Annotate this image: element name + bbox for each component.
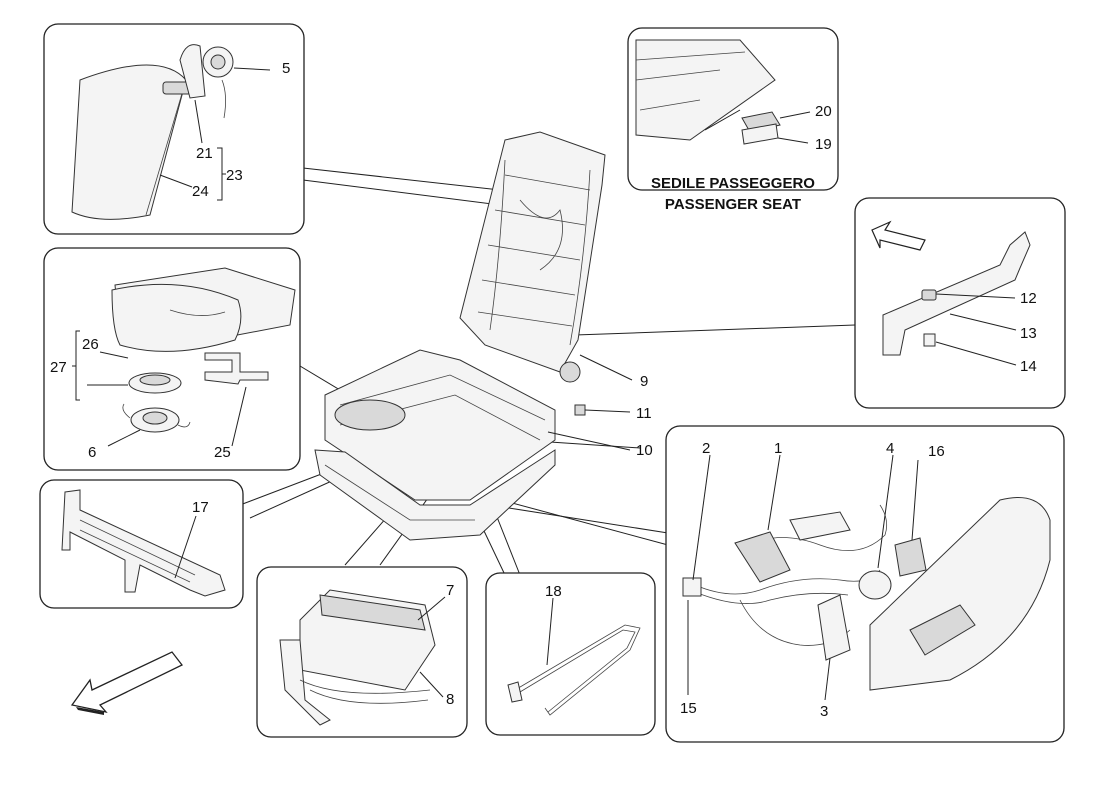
callout-27: 27	[50, 359, 67, 376]
connector-3	[817, 594, 851, 661]
panel-passenger-seat: SEDILE PASSEGGERO PASSENGER SEAT	[627, 27, 839, 213]
callout-7: 7	[446, 582, 454, 599]
callout-5: 5	[282, 60, 290, 77]
panel-bracket	[854, 197, 1066, 409]
connector-block-1	[734, 531, 791, 583]
callout-13: 13	[1020, 325, 1037, 342]
spacer	[923, 333, 936, 347]
callout-19: 19	[815, 136, 832, 153]
seat-base-rails	[314, 449, 556, 541]
module-bracket	[279, 639, 331, 726]
callout-11: 11	[636, 405, 652, 422]
callout-12: 12	[1020, 290, 1037, 307]
panel-cushion	[43, 247, 301, 471]
cushion-heater	[334, 399, 406, 431]
callout-17: 17	[192, 499, 209, 516]
switch-module	[894, 537, 927, 577]
up-right-arrow-icon	[871, 220, 926, 251]
seat-assembly	[314, 131, 633, 541]
cushion-cover	[111, 283, 242, 352]
callout-20: 20	[815, 103, 832, 120]
callout-25: 25	[214, 444, 231, 461]
headrest-guide	[179, 44, 206, 99]
caption-line-1: SEDILE PASSEGGERO	[651, 175, 815, 192]
screw	[574, 404, 586, 416]
switch-knob	[858, 570, 892, 600]
fastener-nut	[921, 289, 937, 301]
callout-4: 4	[886, 440, 894, 457]
callout-3: 3	[820, 703, 828, 720]
callout-2: 2	[702, 440, 710, 457]
callout-9: 9	[640, 373, 648, 390]
callout-14: 14	[1020, 358, 1037, 375]
down-left-arrow-icon	[70, 651, 184, 715]
cable-rod	[514, 624, 641, 716]
panel-control-unit	[256, 566, 468, 738]
caption-line-2: PASSENGER SEAT	[665, 196, 801, 213]
callout-10: 10	[636, 442, 653, 459]
plug-left	[682, 577, 702, 597]
panel-wiring	[665, 425, 1065, 743]
panel-cable	[485, 572, 656, 736]
callout-26: 26	[82, 336, 99, 353]
seat-side-bracket	[882, 231, 1031, 356]
callout-15: 15	[680, 700, 697, 717]
callout-8: 8	[446, 691, 454, 708]
callout-1: 1	[774, 440, 782, 457]
callout-18: 18	[545, 583, 562, 600]
panel-headrest	[43, 23, 305, 235]
callout-21: 21	[196, 145, 213, 162]
seat-side-trim	[869, 497, 1051, 691]
connector-block-2	[789, 511, 851, 541]
seat-inset-drawing	[635, 39, 776, 141]
callout-23: 23	[226, 167, 243, 184]
panel-rail	[39, 479, 244, 609]
callout-24: 24	[192, 183, 209, 200]
recliner-hub	[559, 361, 581, 383]
callout-6: 6	[88, 444, 96, 461]
mat-sensor	[204, 352, 269, 385]
callouts: 5 21 24 23 26 27 6 25 17 7 8 18 20 19 12…	[50, 60, 1037, 720]
callout-16: 16	[928, 443, 945, 460]
